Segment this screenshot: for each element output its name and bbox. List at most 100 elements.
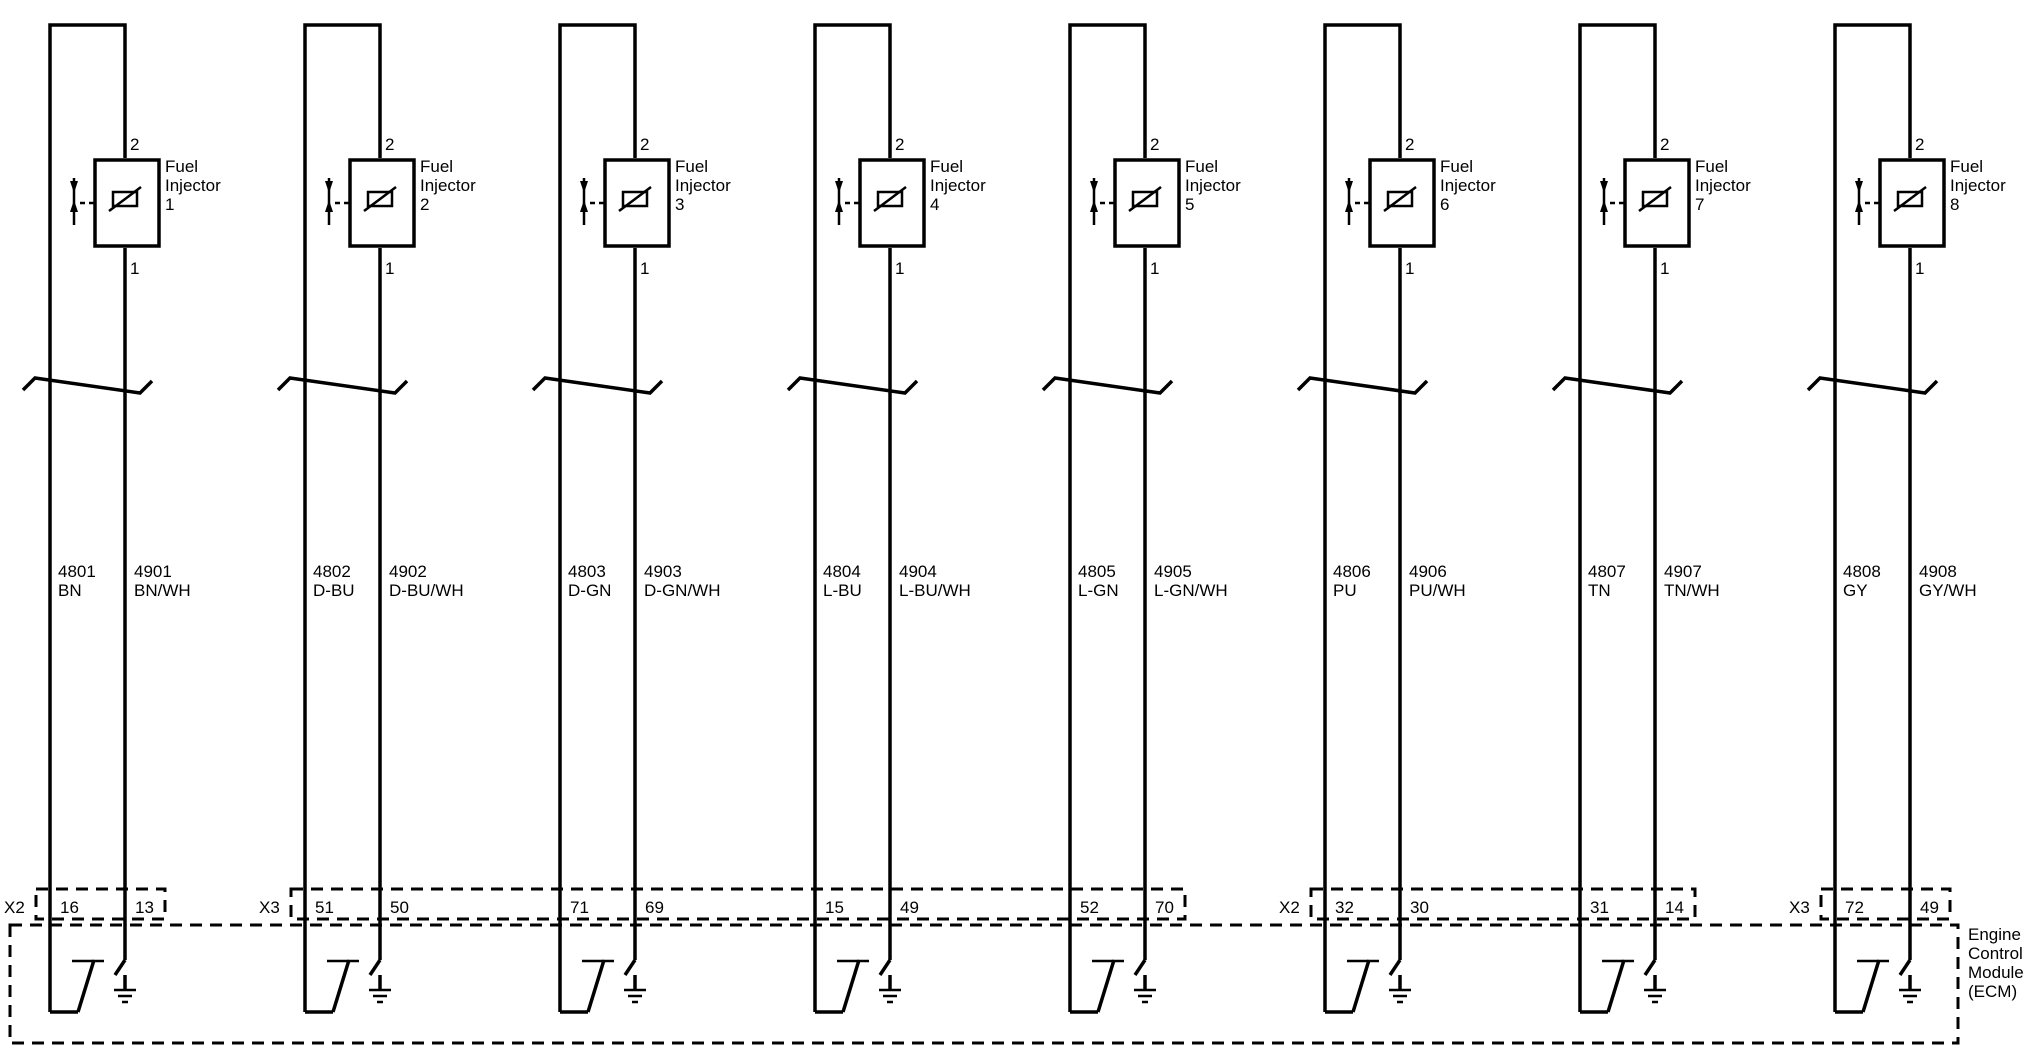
circuit-number: 4902	[389, 562, 427, 581]
coil-slash	[108, 186, 142, 212]
switch-blade	[586, 959, 606, 1013]
ecm-pin: 15	[825, 898, 844, 917]
wire-color: PU/WH	[1409, 581, 1466, 600]
wire-loop	[1323, 23, 1402, 1012]
harness-break-symbol	[786, 376, 919, 395]
injector-pin-top: 2	[1915, 135, 1924, 154]
ecm-pin: 70	[1155, 898, 1174, 917]
injector-label-line: Fuel	[165, 157, 198, 176]
injector-label-line: 8	[1950, 195, 1959, 214]
ground-lead	[1133, 959, 1147, 976]
coil-slash	[873, 186, 907, 212]
ecm-pin: 31	[1590, 898, 1609, 917]
ground-lead	[1898, 959, 1912, 976]
injector-label-line: Injector	[930, 176, 986, 195]
ecm-label-line: Control	[1968, 944, 2023, 963]
circuit-number: 4806	[1333, 562, 1371, 581]
coil-symbol	[111, 190, 139, 208]
injector-label-line: 1	[165, 195, 174, 214]
ecm-pin: 32	[1335, 898, 1354, 917]
injector-pin-bottom: 1	[1150, 259, 1159, 278]
injector-pin-top: 2	[130, 135, 139, 154]
wire-color: TN	[1588, 581, 1611, 600]
switch-blade	[1606, 959, 1626, 1013]
injector-pin-top: 2	[1405, 135, 1414, 154]
circuit-number: 4808	[1843, 562, 1881, 581]
wire-color: D-BU/WH	[389, 581, 464, 600]
ecm-label-line: Module	[1968, 963, 2024, 982]
wire-color: BN/WH	[134, 581, 191, 600]
ecm-label-line: Engine	[1968, 925, 2021, 944]
ground-lead	[368, 959, 382, 976]
circuit-number: 4807	[1588, 562, 1626, 581]
ground-lead	[878, 959, 892, 976]
connector-outline	[1819, 887, 1952, 921]
ecm-pin: 14	[1665, 898, 1684, 917]
wire-color: L-GN	[1078, 581, 1119, 600]
injector-label-line: 4	[930, 195, 939, 214]
injector-label-line: 6	[1440, 195, 1449, 214]
injector-label-line: Injector	[675, 176, 731, 195]
coil-symbol	[1896, 190, 1924, 208]
ecm-pin: 69	[645, 898, 664, 917]
injector-pin-top: 2	[1150, 135, 1159, 154]
circuit-number: 4907	[1664, 562, 1702, 581]
ground-lead	[623, 959, 637, 976]
connector-outline	[1309, 887, 1697, 921]
ecm-pin: 72	[1845, 898, 1864, 917]
coil-slash	[618, 186, 652, 212]
injector-label-line: Injector	[1185, 176, 1241, 195]
injector-pin-bottom: 1	[385, 259, 394, 278]
harness-break-symbol	[21, 376, 154, 395]
injector-pin-bottom: 1	[130, 259, 139, 278]
injector-box	[1113, 158, 1181, 248]
injector-label-line: Fuel	[420, 157, 453, 176]
connector-label: X3	[259, 898, 280, 917]
circuit-number: 4803	[568, 562, 606, 581]
wire-color: PU	[1333, 581, 1357, 600]
coil-symbol	[1386, 190, 1414, 208]
injector-label-line: 3	[675, 195, 684, 214]
injector-pin-top: 2	[640, 135, 649, 154]
injector-box	[93, 158, 161, 248]
connector-3: X2	[1279, 887, 1697, 921]
coil-symbol	[1131, 190, 1159, 208]
circuit-number: 4903	[644, 562, 682, 581]
wire-color: D-GN/WH	[644, 581, 720, 600]
switch-blade	[841, 959, 861, 1013]
injector-label-line: Injector	[1695, 176, 1751, 195]
wire-loop	[813, 23, 892, 1012]
injector-pin-top: 2	[1660, 135, 1669, 154]
wire-loop	[558, 23, 637, 1012]
injector-box	[348, 158, 416, 248]
harness-break-symbol	[1296, 376, 1429, 395]
ground-lead	[113, 959, 127, 976]
wire-color: GY/WH	[1919, 581, 1977, 600]
ecm-label: Engine Control Module (ECM)	[1968, 925, 2029, 1001]
injector-box	[858, 158, 926, 248]
ground-lead	[1643, 959, 1657, 976]
wire-color: TN/WH	[1664, 581, 1720, 600]
injector-pin-bottom: 1	[640, 259, 649, 278]
circuit-number: 4801	[58, 562, 96, 581]
ecm-module-outline	[8, 923, 1960, 1045]
injector-label-line: 5	[1185, 195, 1194, 214]
injector-box	[1878, 158, 1946, 248]
wire-color: D-GN	[568, 581, 611, 600]
circuit-number: 4805	[1078, 562, 1116, 581]
injector-label-line: Injector	[1440, 176, 1496, 195]
ecm-pin: 50	[390, 898, 409, 917]
